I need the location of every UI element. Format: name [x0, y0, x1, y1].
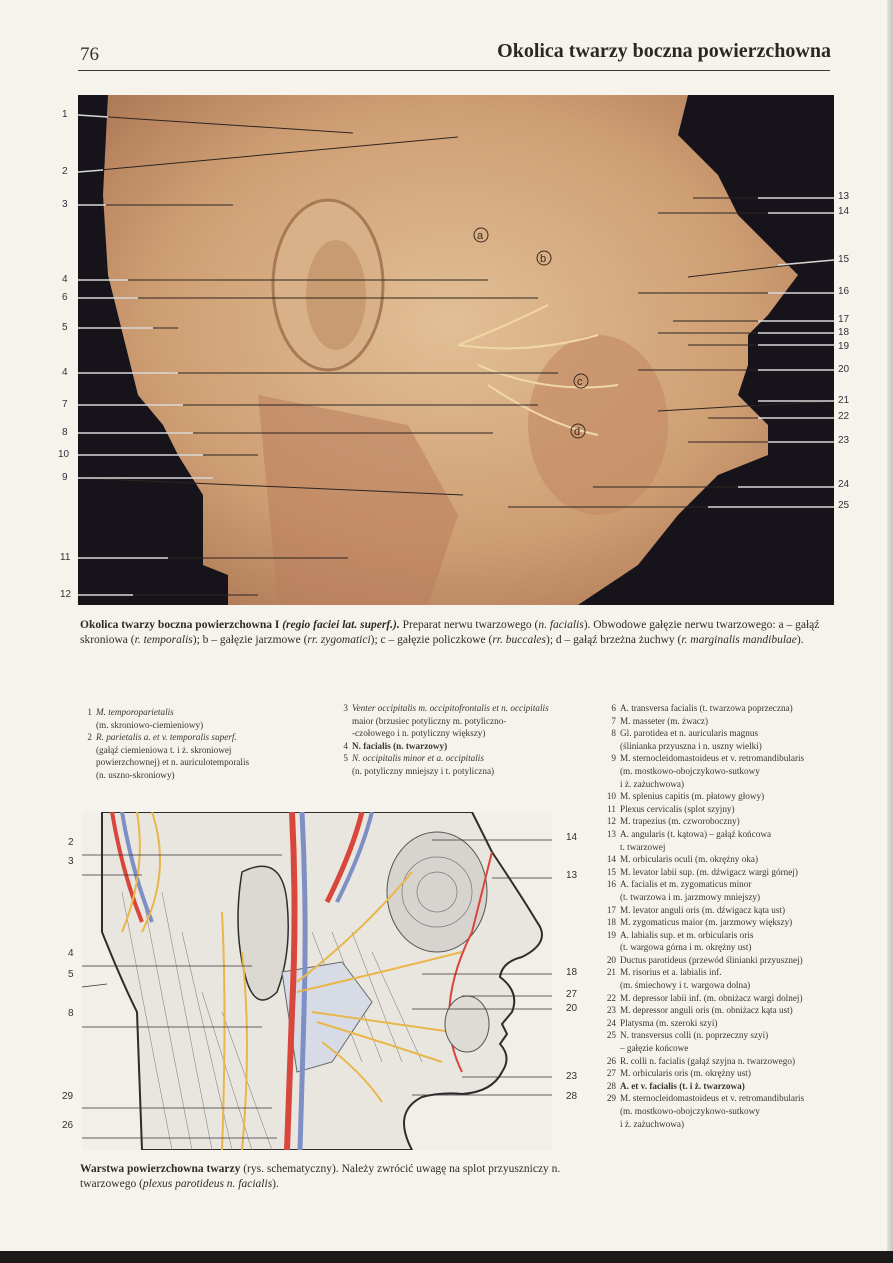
- drawing-label-13: 13: [566, 870, 578, 881]
- drawing-label-4: 4: [68, 948, 74, 959]
- drawing-label-5: 5: [68, 969, 74, 980]
- photo-label-2: 2: [62, 166, 68, 177]
- branch-marker-d: d: [574, 426, 580, 438]
- photo-label-14: 14: [838, 206, 850, 217]
- schematic-illustration: [82, 812, 552, 1150]
- photo-label-25: 25: [838, 500, 850, 511]
- photo-label-10: 10: [58, 449, 70, 460]
- drawing-caption-title: Warstwa powierzchowna twarzy: [80, 1163, 241, 1175]
- photo-label-24: 24: [838, 479, 850, 490]
- photo-caption-title: Okolica twarzy boczna powierzchowna I: [80, 619, 280, 631]
- photo-label-15: 15: [838, 254, 850, 265]
- drawing-label-27: 27: [566, 989, 578, 1000]
- drawing-label-20: 20: [566, 1003, 578, 1014]
- photo-label-7: 7: [62, 399, 68, 410]
- drawing-label-18: 18: [566, 967, 578, 978]
- photo-label-3: 3: [62, 199, 68, 210]
- schematic-drawing: [82, 812, 552, 1150]
- drawing-label-28: 28: [566, 1091, 578, 1102]
- photo-label-12: 12: [60, 589, 72, 600]
- photo-label-4a: 4: [62, 274, 68, 285]
- branch-marker-b: b: [540, 253, 546, 265]
- photo-caption-latin-title: (regio faciei lat. superf.).: [282, 619, 400, 631]
- photo-caption: Okolica twarzy boczna powierzchowna I (r…: [80, 619, 820, 646]
- photo-label-18: 18: [838, 327, 850, 338]
- photo-label-5: 5: [62, 322, 68, 333]
- page-bottom-edge: [0, 1251, 893, 1263]
- photo-label-23: 23: [838, 435, 850, 446]
- photo-label-1: 1: [62, 109, 68, 120]
- photo-label-20: 20: [838, 364, 850, 375]
- photo-label-11: 11: [60, 552, 71, 563]
- running-head: Okolica twarzy boczna powierzchowna: [497, 40, 831, 62]
- drawing-caption: Warstwa powierzchowna twarzy (rys. schem…: [80, 1163, 561, 1190]
- photo-label-16: 16: [838, 286, 850, 297]
- photo-label-6: 6: [62, 292, 68, 303]
- dissection-illustration: a b c d: [78, 95, 834, 605]
- drawing-label-23: 23: [566, 1071, 578, 1082]
- drawing-label-14: 14: [566, 832, 578, 843]
- photo-label-21: 21: [838, 395, 850, 406]
- photo-label-22: 22: [838, 411, 850, 422]
- drawing-label-2: 2: [68, 837, 74, 848]
- page-number: 76: [80, 44, 99, 65]
- drawing-label-29: 29: [62, 1091, 74, 1102]
- photo-label-19: 19: [838, 341, 850, 352]
- branch-marker-a: a: [477, 230, 484, 242]
- branch-marker-c: c: [577, 376, 583, 388]
- photo-label-13: 13: [838, 191, 850, 202]
- dissection-photo: a b c d: [78, 95, 834, 605]
- drawing-label-26: 26: [62, 1120, 74, 1131]
- photo-label-17: 17: [838, 314, 850, 325]
- photo-label-9: 9: [62, 472, 68, 483]
- drawing-label-8: 8: [68, 1008, 74, 1019]
- photo-label-4b: 4: [62, 367, 68, 378]
- header-rule: [78, 70, 830, 71]
- drawing-label-3: 3: [68, 856, 74, 867]
- page-edge: [887, 0, 893, 1263]
- photo-label-8: 8: [62, 427, 68, 438]
